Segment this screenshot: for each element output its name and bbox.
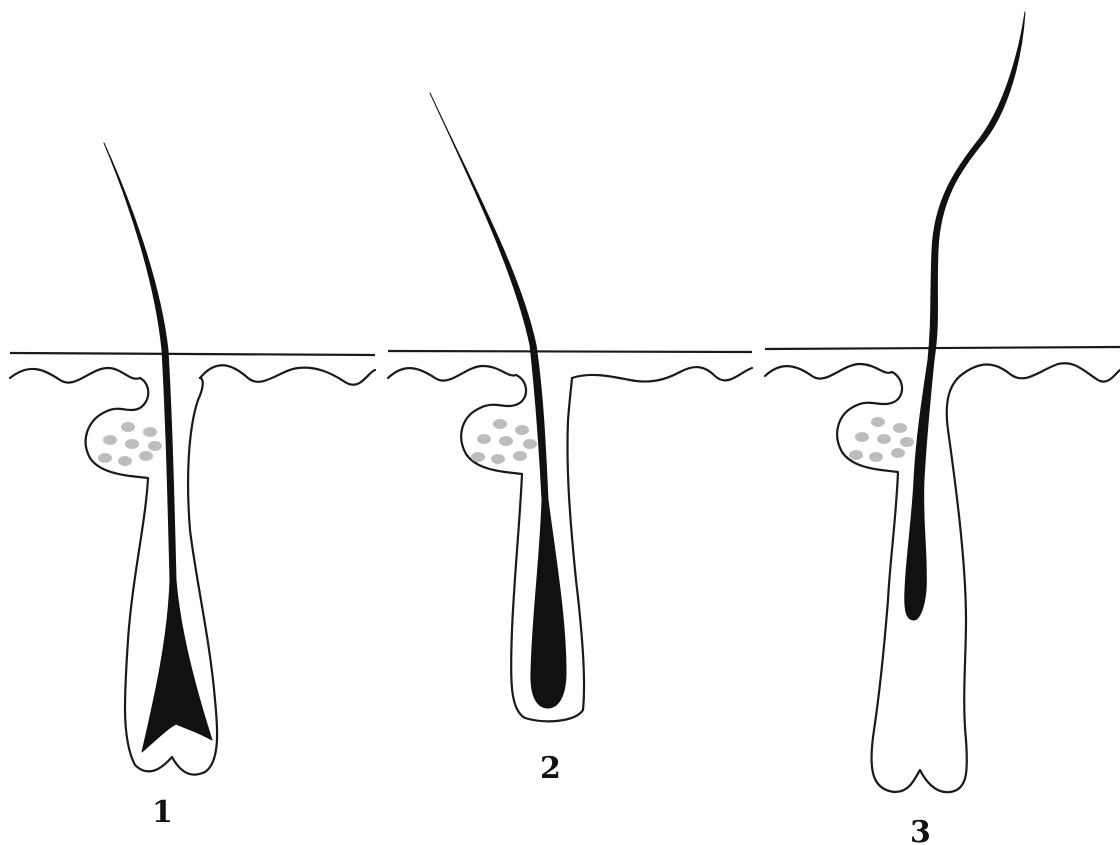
epidermis-wavy-line (10, 368, 140, 383)
skin-surface-line (765, 347, 1120, 349)
hair-shaft (905, 12, 1025, 620)
epidermis-wavy-line (765, 364, 892, 379)
stage-label-3: 3 (910, 815, 931, 845)
sebaceous-gland-dots (98, 422, 162, 466)
skin-surface-line (10, 353, 375, 355)
epidermis-wavy-line (960, 363, 1120, 381)
stage-label-2: 2 (540, 751, 561, 786)
skin-surface-line (388, 351, 752, 352)
stage-2-panel: 2 (388, 93, 752, 786)
epidermis-wavy-line (388, 366, 516, 381)
epidermis-wavy-line (572, 367, 752, 382)
hair-shaft (430, 93, 566, 708)
stage-3-panel: 3 (765, 12, 1120, 845)
stage-1-panel: 1 (10, 143, 375, 830)
sebaceous-gland-dots (471, 419, 537, 464)
epidermis-wavy-line (200, 365, 375, 385)
sebaceous-gland-dots (849, 417, 914, 462)
stage-label-1: 1 (152, 795, 173, 830)
